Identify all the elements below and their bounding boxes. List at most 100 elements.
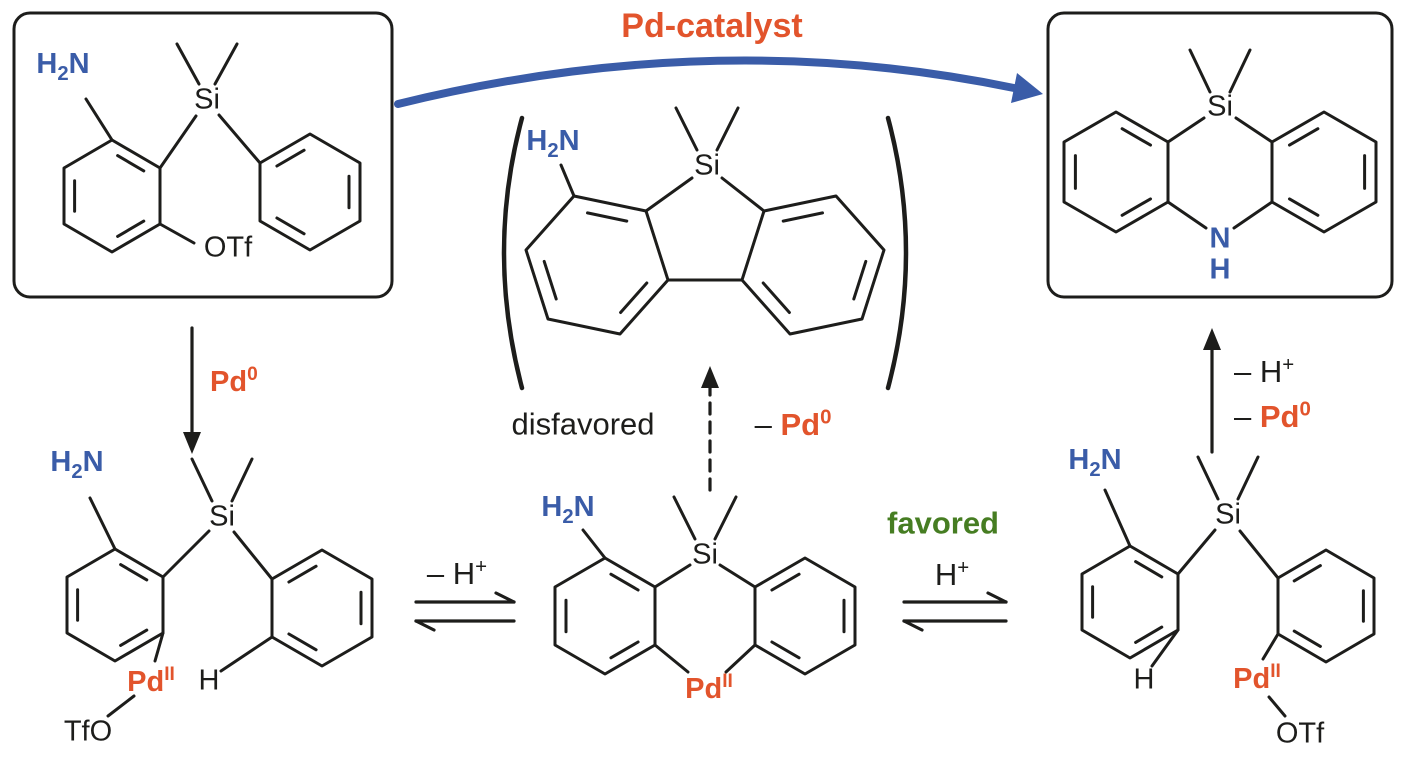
double-bond-line bbox=[586, 211, 629, 223]
pd-catalyst-label: Pd-catalyst bbox=[621, 7, 803, 45]
double-bond-line bbox=[1120, 127, 1152, 147]
benzene-ring bbox=[553, 556, 657, 676]
bond bbox=[1238, 529, 1280, 580]
double-bond-line bbox=[1134, 625, 1164, 644]
amine-label: H2N bbox=[50, 445, 104, 483]
double-bond-line bbox=[275, 148, 306, 168]
double-bond-line bbox=[609, 640, 640, 660]
pd0-label: Pd0 bbox=[210, 364, 258, 398]
bond bbox=[232, 530, 274, 581]
bond bbox=[1228, 48, 1252, 94]
minus-pd0-label: – Pd0 bbox=[754, 405, 832, 443]
silicon-label: Si bbox=[1207, 90, 1233, 123]
double-bond-line bbox=[1288, 127, 1320, 147]
bond bbox=[1267, 695, 1287, 718]
bond bbox=[219, 635, 274, 673]
amine-label: H2N bbox=[541, 490, 595, 528]
bond bbox=[161, 529, 211, 579]
bond bbox=[1166, 200, 1208, 230]
left-parenthesis bbox=[501, 115, 525, 391]
double-bond-line bbox=[287, 632, 318, 652]
disfavored-dashed-arrow bbox=[701, 366, 719, 492]
equilibrium-arrows-left bbox=[414, 591, 516, 632]
double-bond-line bbox=[116, 154, 146, 173]
benzene-ring bbox=[524, 194, 670, 336]
double-bond-line bbox=[275, 216, 306, 236]
double-bond-line bbox=[761, 281, 791, 314]
bond bbox=[559, 163, 576, 198]
arrowhead bbox=[1203, 328, 1221, 350]
minus-h-plus-label: – H+ bbox=[1234, 352, 1295, 390]
palladacycle-intermediate-structure bbox=[553, 495, 857, 676]
triflate-label: OTf bbox=[1275, 717, 1325, 750]
benzene-ring bbox=[258, 132, 362, 252]
product-formation-arrow bbox=[1203, 328, 1221, 454]
double-bond-line bbox=[116, 219, 146, 238]
amine-label: H2N bbox=[36, 47, 90, 85]
bond bbox=[190, 457, 214, 503]
harpoon-barb bbox=[414, 619, 436, 632]
double-bond-line bbox=[1288, 197, 1320, 217]
benzene-ring bbox=[270, 548, 374, 668]
double-bond-line bbox=[1134, 560, 1164, 579]
double-bond-line bbox=[119, 628, 149, 647]
benzene-ring bbox=[1062, 110, 1170, 234]
bond bbox=[672, 495, 697, 541]
reactant-box bbox=[12, 11, 394, 299]
bond bbox=[153, 631, 165, 663]
harpoon-barb bbox=[902, 619, 924, 632]
double-bond-line bbox=[287, 564, 318, 584]
arylpalladium-intermediate-structure bbox=[65, 457, 374, 718]
harpoon-barb bbox=[986, 591, 1008, 604]
right-parenthesis bbox=[885, 115, 909, 391]
bond bbox=[718, 563, 757, 589]
double-bond-line bbox=[781, 211, 824, 223]
minus-h-plus-label: – H+ bbox=[426, 554, 488, 592]
double-bond-line bbox=[542, 259, 558, 301]
double-bond-line bbox=[770, 572, 801, 592]
harpoon-barb bbox=[494, 591, 516, 604]
bond bbox=[1150, 628, 1180, 668]
arrowhead bbox=[1011, 73, 1043, 103]
silicon-label: Si bbox=[1215, 498, 1241, 531]
bond bbox=[84, 97, 114, 142]
double-bond-line bbox=[1292, 564, 1322, 583]
amine-label: H2N bbox=[526, 124, 580, 162]
double-bond-line bbox=[852, 259, 868, 301]
bond bbox=[674, 106, 699, 152]
bond bbox=[175, 42, 201, 86]
benzene-ring bbox=[740, 194, 886, 336]
bond bbox=[1188, 48, 1212, 94]
benzene-ring bbox=[753, 556, 857, 676]
silicon-label: Si bbox=[209, 500, 235, 533]
bond bbox=[1261, 632, 1280, 661]
silicon-label: Si bbox=[694, 149, 720, 182]
bond bbox=[653, 563, 692, 589]
benzene-ring bbox=[1270, 110, 1378, 234]
oxidative-addition-arrow bbox=[183, 326, 201, 454]
bond bbox=[1196, 455, 1220, 501]
double-bond-line bbox=[609, 572, 640, 592]
double-bond-line bbox=[1120, 197, 1152, 217]
double-bond-line bbox=[770, 640, 801, 660]
bond bbox=[1232, 200, 1274, 230]
bond bbox=[581, 528, 607, 560]
arrowhead bbox=[183, 432, 201, 454]
bond bbox=[1234, 116, 1274, 144]
triflate-label: TfO bbox=[63, 715, 113, 748]
silafluorene-intermediate-structure bbox=[501, 106, 909, 391]
bond bbox=[715, 106, 740, 152]
arrowhead bbox=[701, 366, 719, 388]
bond bbox=[1166, 116, 1206, 144]
nitrogen-label: N bbox=[1209, 222, 1231, 255]
curved-arrow-shaft bbox=[394, 56, 1018, 108]
bond bbox=[724, 643, 757, 674]
bond bbox=[1236, 455, 1260, 501]
reactant-structure bbox=[62, 42, 362, 254]
equilibrium-arrows-right bbox=[902, 591, 1008, 632]
bond bbox=[158, 222, 196, 245]
double-bond-line bbox=[119, 563, 149, 582]
main-reaction-arrow bbox=[394, 56, 1043, 108]
